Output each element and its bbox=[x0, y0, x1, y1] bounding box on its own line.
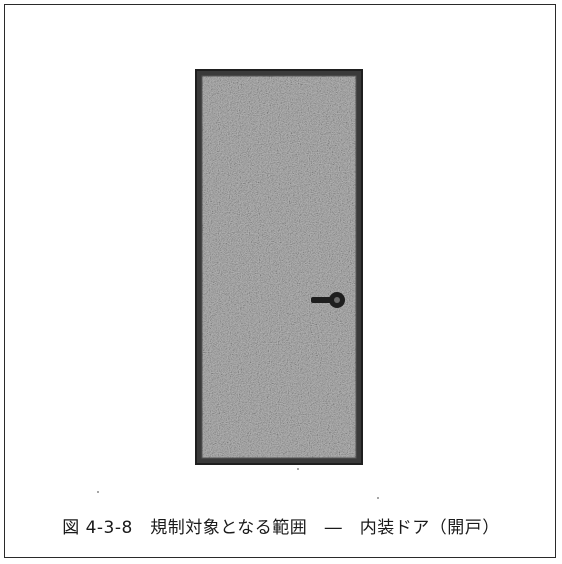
dust-speck bbox=[297, 468, 299, 470]
lever-handle-icon bbox=[311, 292, 345, 308]
figure-frame: 図 4-3-8 規制対象となる範囲 ― 内装ドア（開戸） bbox=[4, 4, 556, 558]
door-panel bbox=[202, 76, 356, 458]
door-panel-edge bbox=[201, 75, 357, 459]
dust-speck bbox=[377, 497, 379, 499]
figure-caption: 図 4-3-8 規制対象となる範囲 ― 内装ドア（開戸） bbox=[62, 518, 500, 538]
door-illustration bbox=[195, 69, 363, 465]
dust-speck bbox=[97, 491, 99, 493]
